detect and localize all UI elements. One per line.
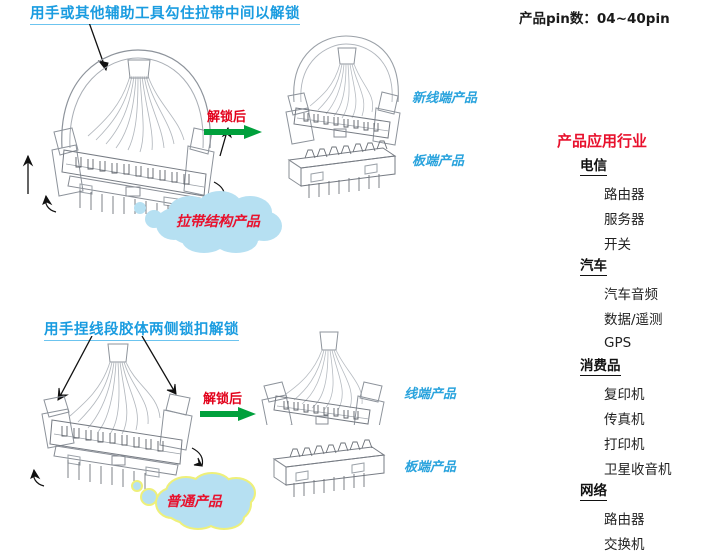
industry-head-label: 消费品 (580, 358, 621, 376)
cloud-label-standard-product: 普通产品 (166, 494, 222, 510)
industry-item-label: 复印机 (604, 386, 645, 403)
new-wire-end-connector-illustration (285, 35, 401, 146)
industry-item-label: 传真机 (604, 411, 645, 428)
standard-connector-locked-illustration (30, 336, 204, 491)
cloud-bubble-pull-tab (134, 191, 282, 253)
industry-item: 交换机 (556, 530, 672, 555)
industry-item-label: GPS (604, 334, 632, 351)
board-end-connector-illustration-bottom (272, 439, 386, 497)
pull-tab-connector-locked-illustration (22, 24, 232, 214)
industry-item: 路由器 (556, 505, 672, 530)
board-end-connector-illustration-top (287, 140, 397, 198)
industry-head-label: 网络 (580, 483, 607, 501)
label-new-wire-end-product: 新线端产品 (412, 91, 478, 106)
industry-item-label: 服务器 (604, 211, 645, 228)
industry-item-label: 打印机 (604, 436, 645, 453)
industry-item: 路由器 (556, 180, 672, 205)
industry-item-label: 路由器 (604, 186, 645, 203)
bottom-unlock-arrow-icon (200, 407, 256, 421)
industry-item: 卫星收音机 (556, 455, 672, 480)
industry-item: 数据/遥测 (556, 305, 672, 330)
industry-item: 复印机 (556, 380, 672, 405)
industry-item: GPS (556, 330, 672, 355)
label-wire-end-product: 线端产品 (404, 387, 457, 402)
industry-item-label: 汽车音频 (604, 286, 658, 303)
industry-group-head: 汽车 (556, 255, 672, 280)
industry-group-head: 网络 (556, 480, 672, 505)
industry-item: 打印机 (556, 430, 672, 455)
industry-item-label: 数据/遥测 (604, 311, 663, 328)
bottom-section-caption: 用手捏线段胶体两侧锁扣解锁 (44, 318, 239, 341)
industry-item: 汽车音频 (556, 280, 672, 305)
cloud-bubble-standard (131, 472, 256, 530)
industry-item-label: 路由器 (604, 511, 645, 528)
industry-head-label: 汽车 (580, 258, 607, 276)
industry-group-head: 电信 (556, 155, 672, 180)
product-pin-spec: 产品pin数：04~40pin (519, 11, 670, 27)
label-board-end-product-bottom: 板端产品 (404, 460, 457, 475)
top-section-caption: 用手或其他辅助工具勾住拉带中间以解锁 (30, 2, 300, 25)
cloud-label-pull-tab-product: 拉带结构产品 (176, 214, 260, 230)
industry-item: 开关 (556, 230, 672, 255)
industry-item-label: 开关 (604, 236, 631, 253)
slide-canvas: 用手或其他辅助工具勾住拉带中间以解锁 (22, 2, 672, 553)
wire-end-connector-illustration (261, 331, 385, 425)
application-industries-title: 产品应用行业 (557, 132, 648, 150)
industry-group-head: 消费品 (556, 355, 672, 380)
bottom-unlock-label: 解锁后 (203, 392, 243, 407)
industry-list: 电信 路由器 服务器 开关 汽车 汽车音频 数据/遥测 GPS 消费品 复印机 (556, 155, 672, 555)
industry-item: 传真机 (556, 405, 672, 430)
label-board-end-product-top: 板端产品 (412, 154, 465, 169)
industry-head-label: 电信 (580, 158, 607, 176)
top-unlock-label: 解锁后 (207, 110, 247, 125)
top-unlock-arrow-icon (204, 125, 262, 139)
industry-item-label: 卫星收音机 (604, 461, 672, 478)
industry-item: 服务器 (556, 205, 672, 230)
